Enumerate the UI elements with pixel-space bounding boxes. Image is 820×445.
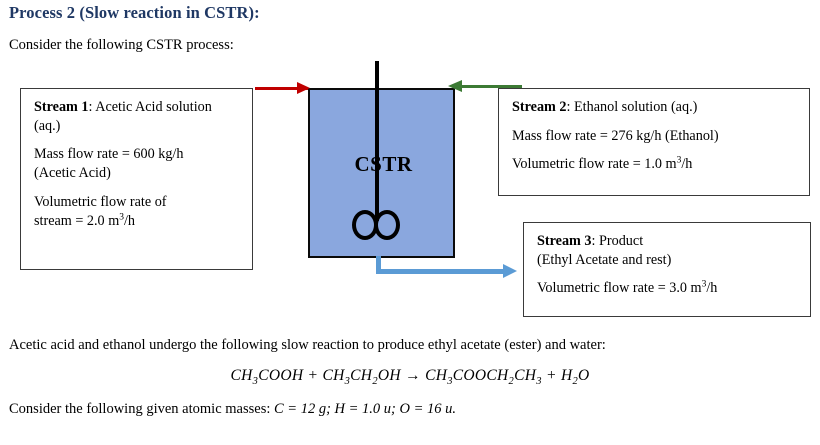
stream-1-title: Stream 1: Acetic Acid solution (aq.) (34, 98, 241, 135)
stream-1-massflow-species: (Acetic Acid) (34, 165, 111, 182)
stream-2-volflow-value: Volumetric flow rate = 1.0 m (512, 156, 677, 173)
stream-2-title-rest: : Ethanol solution (aq.) (566, 99, 698, 115)
stream-2-label: Stream 2 (512, 99, 567, 115)
stream-3-volflow-value: Volumetric flow rate = 3.0 m (537, 280, 702, 297)
stream-2-arrow-head-icon (448, 80, 462, 92)
stream-1-volflow-exponent: 3 (119, 211, 124, 222)
stream-1-volflow-label: Volumetric flow rate of (34, 193, 167, 210)
stream-1-title-rest: : Acetic Acid solution (aq.) (34, 99, 212, 134)
stream-1-arrow-head-icon (297, 82, 310, 94)
impeller-blade-right (374, 210, 400, 240)
stream-2-box: Stream 2: Ethanol solution (aq.) Mass fl… (498, 88, 810, 196)
stream-1-arrow-shaft (255, 87, 308, 90)
equation-reactant-1: CH3COOH (230, 367, 304, 388)
stream-3-arrow-vertical (376, 256, 381, 274)
stream-3-title: Stream 3: Product (Ethyl Acetate and res… (537, 232, 799, 269)
stream-3-volflow-unit: /h (706, 280, 718, 297)
stream-3-box: Stream 3: Product (Ethyl Acetate and res… (523, 222, 811, 317)
stream-2-volflow-exponent: 3 (676, 155, 682, 166)
stream-1-volflow: Volumetric flow rate of stream = 2.0 m3/… (34, 193, 241, 230)
equation-plus-1: + (307, 367, 319, 384)
stream-3-title-rest: : Product (591, 233, 644, 249)
impeller-blades-icon (352, 210, 404, 242)
equation-reactant-2: CH3CH2OH (322, 367, 401, 388)
stream-3-volflow: Volumetric flow rate = 3.0 m3/h (537, 279, 799, 298)
atomic-mass-hydrogen: H = 1.0 u; (334, 401, 396, 417)
stream-1-label: Stream 1 (34, 99, 89, 115)
stream-1-volflow-value: stream = 2.0 m (34, 212, 120, 229)
equation-product-1: CH3COOCH2CH3 (425, 367, 542, 388)
stream-1-volflow-unit: /h (123, 212, 136, 229)
stream-2-title: Stream 2: Ethanol solution (aq.) (512, 98, 798, 117)
equation-plus-2: + (545, 367, 557, 384)
stream-3-arrow-head-icon (503, 264, 517, 278)
stream-1-box: Stream 1: Acetic Acid solution (aq.) Mas… (20, 88, 253, 270)
stream-1-massflow-value: Mass flow rate = 600 kg/h (34, 146, 184, 163)
stream-3-arrow-horizontal (376, 269, 508, 274)
atomic-masses-lead-in: Consider the following given atomic mass… (9, 401, 271, 417)
equation-product-2: H2O (560, 367, 590, 388)
stream-3-composition: (Ethyl Acetate and rest) (537, 251, 672, 268)
stream-3-volflow-exponent: 3 (701, 279, 707, 290)
stream-3-label: Stream 3 (537, 233, 592, 249)
stream-2-arrow-shaft (462, 85, 522, 88)
agitator-shaft-icon (375, 61, 379, 221)
reaction-equation: CH3COOH + CH3CH2OH → CH3COOCH2CH3 + H2O (0, 367, 820, 388)
stream-1-massflow: Mass flow rate = 600 kg/h (Acetic Acid) (34, 145, 241, 182)
page-title: Process 2 (Slow reaction in CSTR): (9, 3, 260, 22)
intro-paragraph: Consider the following CSTR process: (9, 37, 234, 53)
atomic-mass-oxygen: O = 16 u. (399, 401, 457, 417)
atomic-masses-line: Consider the following given atomic mass… (9, 401, 456, 418)
reactor-label: CSTR (354, 152, 413, 176)
reaction-description: Acetic acid and ethanol undergo the foll… (9, 337, 606, 353)
equation-arrow-icon: → (405, 367, 421, 384)
stream-2-massflow: Mass flow rate = 276 kg/h (Ethanol) (512, 127, 719, 144)
atomic-mass-carbon: C = 12 g; (274, 401, 331, 417)
stream-2-volflow-unit: /h (681, 156, 693, 173)
stream-2-volflow: Volumetric flow rate = 1.0 m3/h (512, 155, 798, 174)
